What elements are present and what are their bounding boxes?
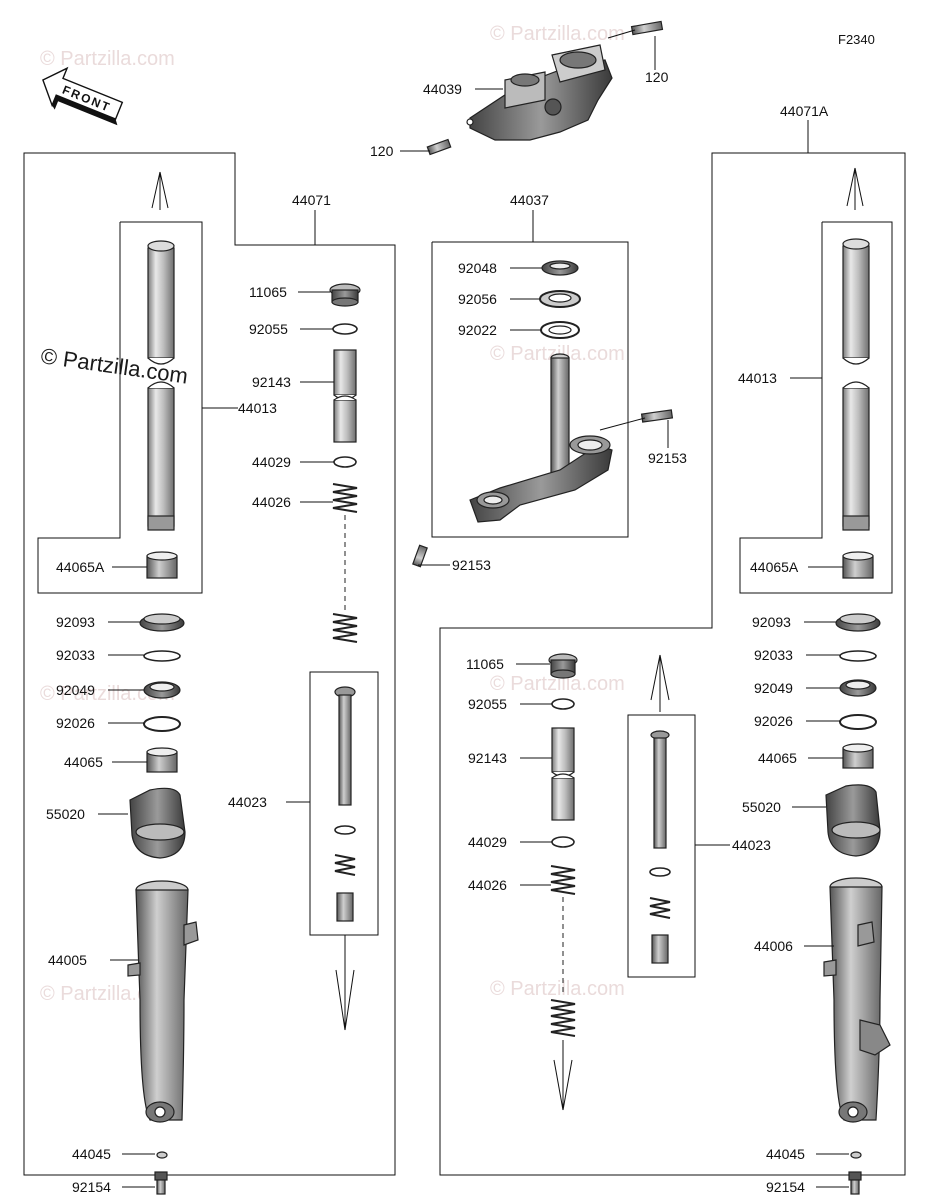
label-44029-right: 44029 [468, 834, 507, 850]
spring-44026-right [550, 865, 576, 1037]
o-ring-92055-left [332, 323, 358, 335]
inner-tube-44013-left [147, 240, 175, 531]
damper-rod-44023-left [334, 686, 356, 922]
label-120-left: 120 [370, 143, 394, 159]
label-44065-left: 44065 [64, 754, 103, 770]
label-92055-left: 92055 [249, 321, 288, 337]
assembly-outline-44071 [23, 152, 396, 1176]
label-44026-left: 44026 [252, 494, 291, 510]
assembly-box-44023-left [309, 671, 379, 936]
label-44071: 44071 [292, 192, 331, 208]
label-120-top: 120 [645, 69, 669, 85]
washer-92026-right [839, 714, 877, 730]
label-44006: 44006 [754, 938, 793, 954]
bushing-44065-right [842, 743, 874, 769]
seal-92049-right [839, 679, 877, 697]
oil-seal-92093-left [139, 613, 185, 632]
label-44065A-left: 44065A [56, 559, 105, 575]
label-44026-right: 44026 [468, 877, 507, 893]
label-55020-right: 55020 [742, 799, 781, 815]
label-92153-right: 92153 [648, 450, 687, 466]
gasket-44045-left [156, 1151, 168, 1159]
cap-bolt-11065-left [329, 283, 361, 307]
label-44065A-right: 44065A [750, 559, 799, 575]
label-44013-left: 44013 [238, 400, 277, 416]
spring-44026-left [332, 483, 358, 643]
seal-92056 [539, 290, 581, 308]
seal-92049-left [143, 681, 181, 699]
cover-55020-left [129, 787, 186, 859]
label-92154-left: 92154 [72, 1179, 111, 1195]
oil-seal-92093-right [835, 613, 881, 632]
bushing-44065A-left [146, 551, 178, 579]
assembly-outline-44071A [439, 152, 906, 1176]
stem-bracket-44037 [412, 353, 674, 568]
label-92033-left: 92033 [56, 647, 95, 663]
washer-92022 [540, 321, 580, 339]
label-92143-left: 92143 [252, 374, 291, 390]
bolt-92154-right [848, 1171, 862, 1195]
outer-tube-44005 [127, 880, 199, 1123]
bolt-92154-left [154, 1171, 168, 1195]
label-44039: 44039 [423, 81, 462, 97]
washer-44029-left [333, 456, 357, 468]
label-44045-left: 44045 [72, 1146, 111, 1162]
label-92026-right: 92026 [754, 713, 793, 729]
cap-92048 [541, 260, 579, 276]
label-92093-right: 92093 [752, 614, 791, 630]
label-44023-right: 44023 [732, 837, 771, 853]
label-92049-left: 92049 [56, 682, 95, 698]
cap-bolt-11065-right [548, 653, 578, 679]
label-92022: 92022 [458, 322, 497, 338]
assembly-box-44023-right [627, 714, 696, 978]
o-ring-92055-right [551, 698, 575, 710]
clip-92033-left [143, 650, 181, 662]
label-44037: 44037 [510, 192, 549, 208]
front-arrow-icon: FRONT [42, 66, 124, 126]
watermark: © Partzilla.com [40, 48, 175, 70]
label-92153-left: 92153 [452, 557, 491, 573]
label-44071A: 44071A [780, 103, 829, 119]
label-44023-left: 44023 [228, 794, 267, 810]
label-92056: 92056 [458, 291, 497, 307]
label-92033-right: 92033 [754, 647, 793, 663]
label-44029-left: 44029 [252, 454, 291, 470]
cover-55020-right [825, 784, 881, 857]
washer-92026-left [143, 716, 181, 732]
outer-tube-44006 [823, 877, 891, 1123]
pipe-92143-left [333, 349, 357, 443]
upper-bracket-44039 [426, 20, 664, 156]
figure-code: F2340 [838, 32, 875, 47]
damper-rod-44023-right [649, 730, 671, 964]
label-92143-right: 92143 [468, 750, 507, 766]
watermark: © Partzilla.com [40, 683, 175, 705]
watermark: © Partzilla.com [490, 23, 625, 45]
label-92048: 92048 [458, 260, 497, 276]
label-44005: 44005 [48, 952, 87, 968]
bushing-44065A-right [842, 551, 874, 579]
label-92093-left: 92093 [56, 614, 95, 630]
pipe-92143-right [551, 727, 575, 821]
washer-44029-right [551, 836, 575, 848]
watermark: © Partzilla.com [490, 673, 625, 695]
label-44065-right: 44065 [758, 750, 797, 766]
label-92055-right: 92055 [468, 696, 507, 712]
label-11065-right: 11065 [466, 656, 504, 672]
watermark: © Partzilla.com [490, 978, 625, 1000]
clip-92033-right [839, 650, 877, 662]
label-92049-right: 92049 [754, 680, 793, 696]
inner-tube-44013-right [842, 238, 870, 531]
label-44013-right: 44013 [738, 370, 777, 386]
label-44045-right: 44045 [766, 1146, 805, 1162]
label-11065-left: 11065 [249, 284, 287, 300]
bushing-44065-left [146, 747, 178, 773]
label-92026-left: 92026 [56, 715, 95, 731]
gasket-44045-right [850, 1151, 862, 1159]
label-55020-left: 55020 [46, 806, 85, 822]
label-92154-right: 92154 [766, 1179, 805, 1195]
